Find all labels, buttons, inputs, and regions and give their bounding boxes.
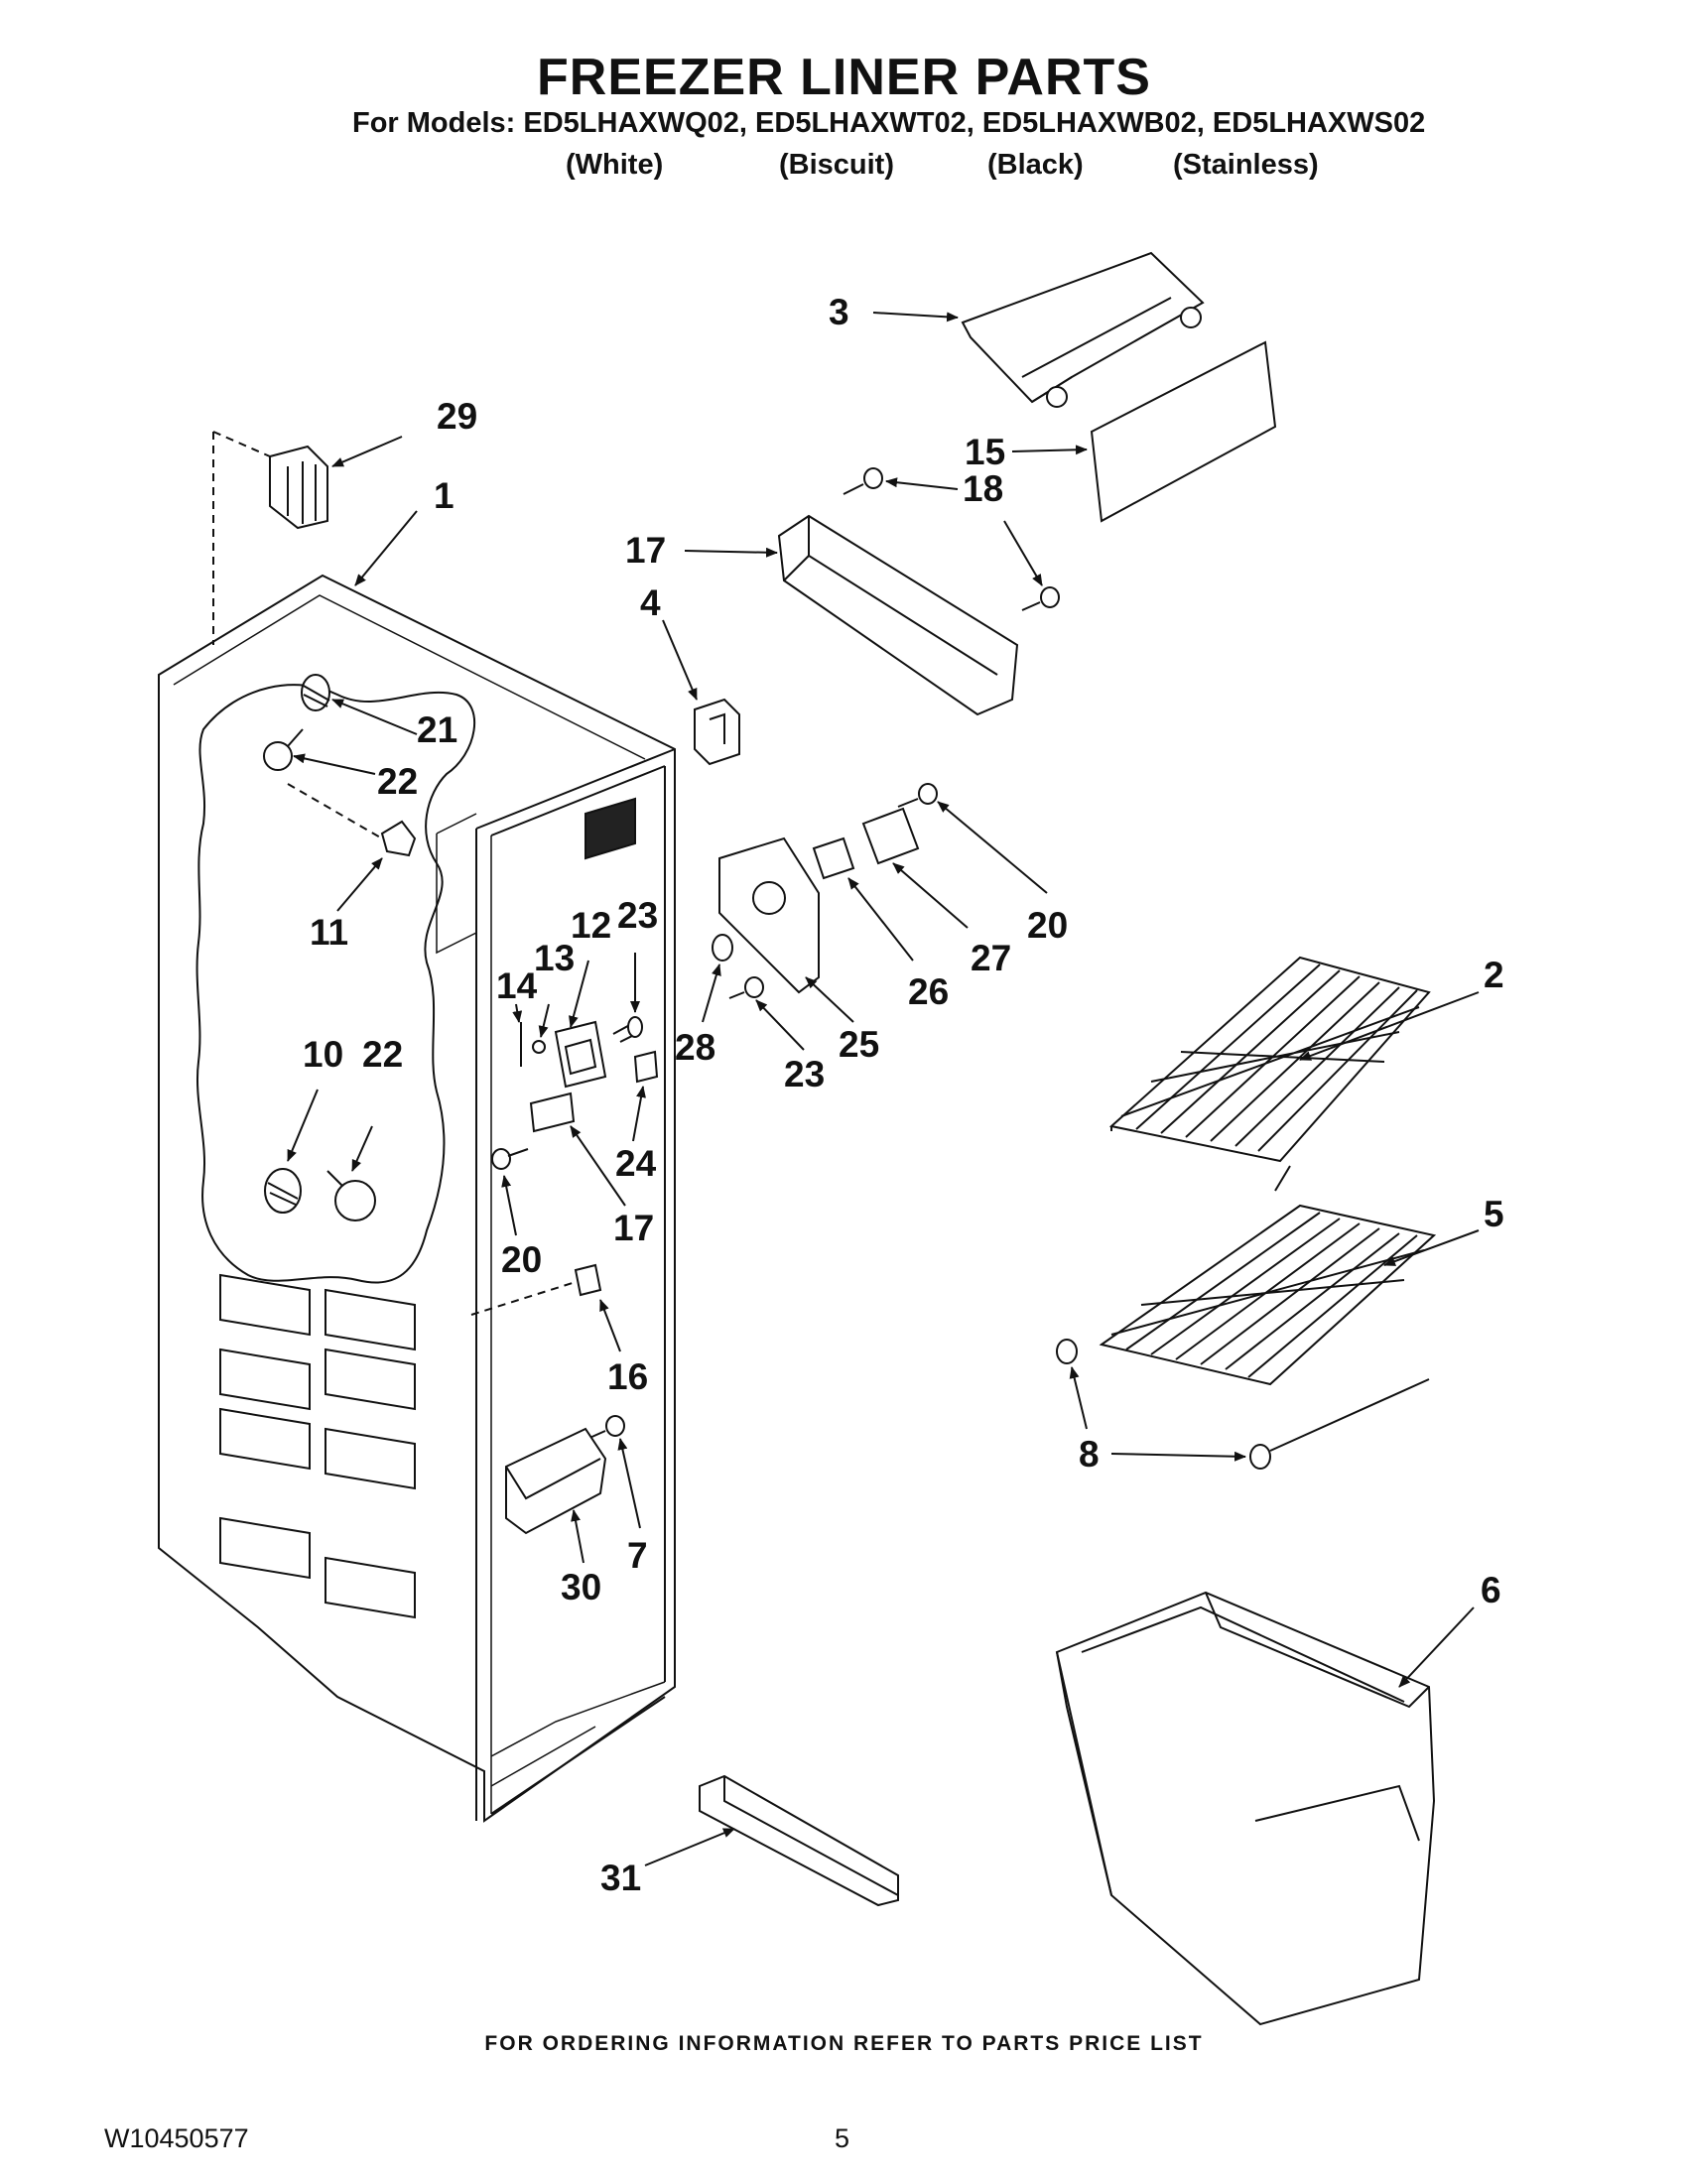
shelf-part-2 — [1108, 956, 1431, 1192]
board-part-27 — [861, 807, 920, 865]
screw-part-20 — [491, 1148, 529, 1170]
callout-16: 17 — [613, 1208, 654, 1248]
callout-20a: 20 — [501, 1239, 542, 1280]
document-number: W10450577 — [104, 2123, 249, 2153]
light-bulb-part-22b — [326, 1170, 376, 1221]
knob-part-28 — [712, 934, 733, 962]
control-box-part-25 — [718, 836, 820, 994]
bracket-part-18 — [777, 514, 1019, 716]
callout-24: 24 — [615, 1143, 657, 1184]
shelf-part-5 — [1099, 1204, 1437, 1386]
finish-black: (Black) — [987, 149, 1084, 181]
callout-23a: 23 — [617, 895, 658, 936]
cover-part-4 — [694, 698, 740, 766]
ordering-note: FOR ORDERING INFORMATION REFER TO PARTS … — [484, 2032, 1204, 2055]
screw-part-13 — [532, 1040, 546, 1054]
callout-3: 3 — [829, 292, 849, 332]
callout-25: 25 — [839, 1024, 879, 1065]
rail-part-31 — [699, 1774, 899, 1907]
callout-8: 8 — [1079, 1434, 1100, 1475]
callout-20b: 20 — [1027, 905, 1068, 946]
light-socket-part-21 — [301, 674, 330, 711]
callout-13: 13 — [534, 938, 575, 978]
finish-stainless: (Stainless) — [1173, 149, 1319, 181]
callout-14: 14 — [496, 965, 538, 1006]
callout-18: 17 — [625, 530, 666, 571]
callout-10: 10 — [303, 1034, 343, 1075]
callout-22a: 22 — [377, 761, 418, 802]
callout-1: 1 — [434, 475, 454, 516]
callout-5: 5 — [1484, 1194, 1504, 1234]
screw-part-23b — [728, 976, 764, 999]
callout-27: 27 — [971, 938, 1011, 978]
callout-17: 15 — [965, 432, 1005, 472]
socket-part-10 — [264, 1168, 302, 1214]
callout-11: 11 — [310, 912, 348, 953]
control-part-26 — [812, 836, 855, 880]
cover-part-24 — [633, 1050, 659, 1084]
leader-lines — [287, 312, 1480, 1866]
callout-2: 2 — [1484, 955, 1504, 995]
stud-part-8 — [1056, 1339, 1430, 1470]
callout-12: 12 — [571, 905, 611, 946]
callout-19: 18 — [963, 468, 1003, 509]
callout-6: 6 — [1481, 1570, 1501, 1610]
screw-part-19 — [843, 467, 1060, 611]
models-line: For Models: ED5LHAXWQ02, ED5LHAXWT02, ED… — [352, 107, 1426, 139]
bracket-part-11 — [287, 783, 417, 857]
light-bulb-part-22 — [263, 728, 304, 771]
board-part-16 — [529, 1092, 576, 1133]
control-housing-part-12 — [554, 1020, 607, 1089]
page-number: 5 — [835, 2123, 850, 2153]
callout-31: 31 — [600, 1858, 641, 1898]
cover-part-3 — [961, 251, 1205, 408]
clip-part-29 — [212, 431, 328, 645]
callout-labels: 29 1 21 22 11 10 22 14 13 12 23 24 17 20… — [303, 292, 1504, 1898]
callout-21: 21 — [417, 709, 457, 750]
bin-part-6 — [1055, 1591, 1436, 2026]
finish-biscuit: (Biscuit) — [779, 149, 894, 181]
callout-26: 26 — [908, 971, 949, 1012]
screw-part-20b — [897, 783, 938, 808]
switch-part-15 — [470, 1263, 602, 1316]
panel-part-17 — [1090, 340, 1277, 523]
callout-15: 16 — [607, 1356, 648, 1397]
screw-part-7 — [586, 1415, 625, 1440]
callout-4: 4 — [640, 582, 661, 623]
callout-28: 28 — [675, 1027, 715, 1068]
finish-white: (White) — [566, 149, 664, 181]
callout-7: 7 — [627, 1535, 648, 1576]
page-title: FREEZER LINER PARTS — [537, 49, 1151, 106]
duct-cover-part-30 — [505, 1427, 607, 1535]
callout-22b: 22 — [362, 1034, 403, 1075]
callout-30: 30 — [561, 1567, 601, 1607]
callout-23b: 23 — [784, 1054, 825, 1094]
callout-29: 29 — [437, 396, 477, 437]
screw-part-23 — [612, 1016, 643, 1043]
